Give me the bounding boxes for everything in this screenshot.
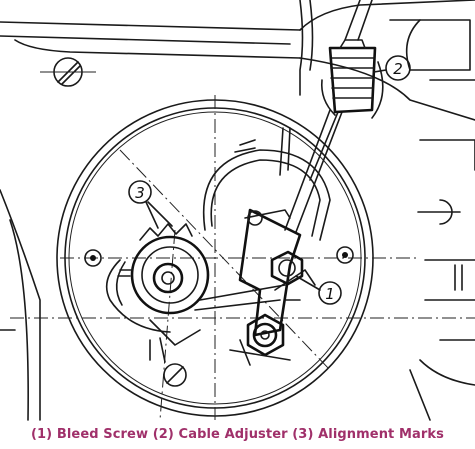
callout-3: 3 <box>128 180 173 229</box>
callout-3-number: 3 <box>135 184 145 202</box>
cam-assembly <box>105 223 286 363</box>
cable-guide <box>202 139 331 241</box>
callout-1-number: 1 <box>325 285 335 303</box>
pivot-nut <box>229 313 291 366</box>
housing-outline <box>0 0 475 421</box>
bleed-screw <box>270 250 304 286</box>
callout-1: 1 <box>295 275 342 305</box>
mounting-screw-top-left <box>40 57 96 87</box>
callout-2: 2 <box>373 55 411 81</box>
figure-caption: (1) Bleed Screw (2) Cable Adjuster (3) A… <box>30 427 445 442</box>
cable-adjuster <box>320 39 384 119</box>
centre-lines <box>10 95 475 421</box>
callout-2-number: 2 <box>393 60 403 78</box>
brake-cable <box>279 0 373 233</box>
cover-bolts <box>84 246 354 387</box>
brake-lever <box>238 208 316 337</box>
